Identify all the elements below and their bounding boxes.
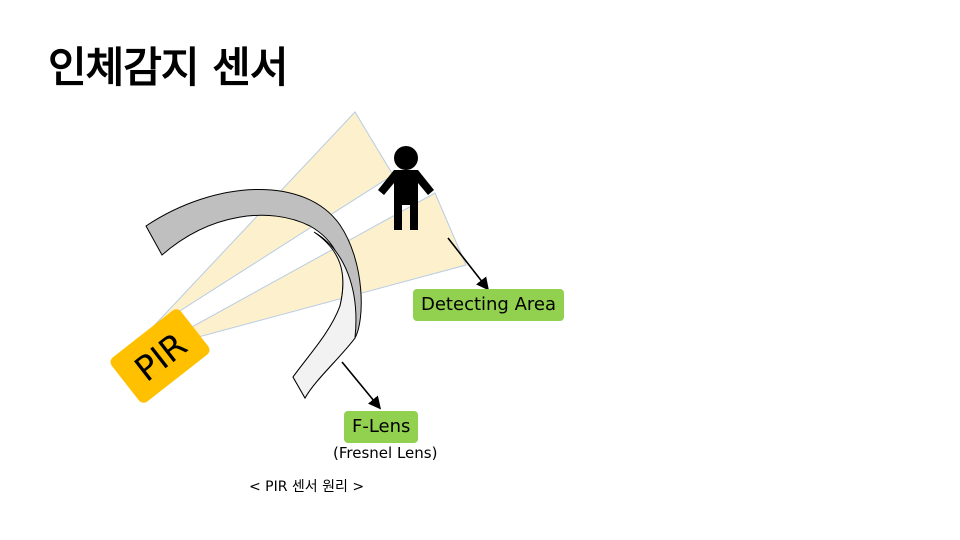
lower-beam (149, 192, 467, 351)
fresnel-lens-light (292, 231, 357, 400)
fresnel-lens-sublabel: (Fresnel Lens) (333, 444, 438, 462)
person-icon (378, 146, 434, 230)
lens-arrow (341, 361, 382, 410)
pir-sensor: PIR (110, 309, 210, 403)
diagram-caption: < PIR 센서 원리 > (249, 479, 365, 495)
f-lens-label: F-Lens (344, 411, 419, 443)
upper-beam (149, 111, 394, 331)
area-arrow (447, 237, 489, 291)
page-title: 인체감지 센서 (48, 43, 288, 92)
detecting-area-label: Detecting Area (413, 289, 564, 321)
